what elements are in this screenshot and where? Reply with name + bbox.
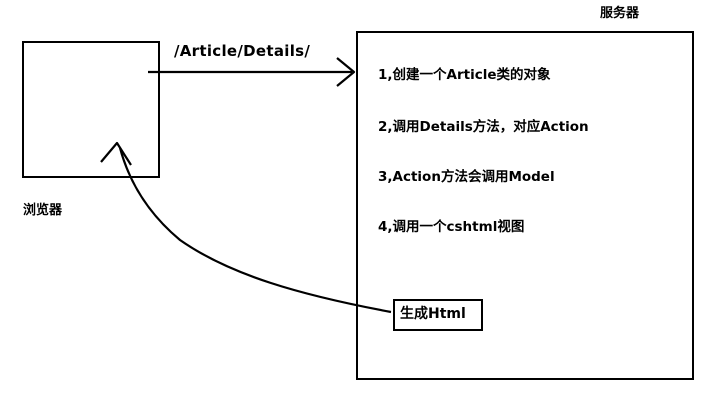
browser-title: 浏览器: [23, 203, 63, 218]
server-step-1: 1,创建一个Article类的对象: [378, 67, 551, 83]
generate-html-label: 生成Html: [400, 306, 466, 322]
server-box: [356, 31, 694, 380]
generate-html-box: [393, 299, 483, 331]
request-path-label: /Article/Details/: [174, 42, 311, 60]
server-step-4: 4,调用一个cshtml视图: [378, 219, 525, 235]
browser-box: [22, 41, 160, 178]
server-step-3: 3,Action方法会调用Model: [378, 169, 555, 185]
response-arrow: [118, 147, 392, 314]
request-arrowhead: [336, 57, 356, 87]
server-title: 服务器: [600, 6, 640, 21]
response-arrowhead: [100, 141, 132, 166]
server-step-2: 2,调用Details方法，对应Action: [378, 119, 589, 135]
